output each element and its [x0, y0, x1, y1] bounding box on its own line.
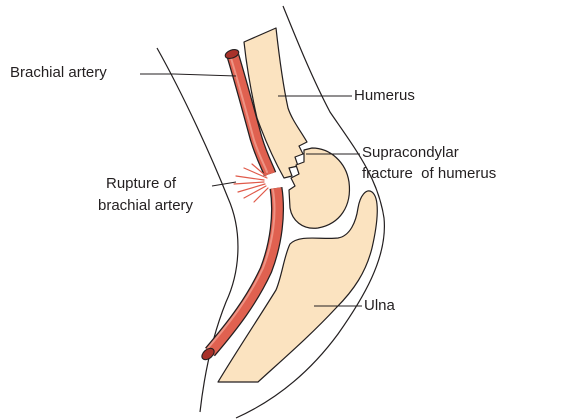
brachial-artery-leader — [140, 74, 236, 76]
brachial-artery-label: Brachial artery — [10, 63, 107, 82]
rupture-label-line1: Rupture of — [106, 174, 176, 193]
humerus-shaft — [244, 28, 307, 178]
rupture-label-line2: brachial artery — [98, 196, 193, 215]
ulna-label: Ulna — [364, 296, 395, 315]
humerus-label: Humerus — [354, 86, 415, 105]
rupture-leader — [212, 182, 236, 186]
supracondylar-label-line1: Supracondylar — [362, 143, 459, 162]
supracondylar-label-line2: fracture of humerus — [362, 164, 496, 183]
humerus-condyle — [289, 148, 349, 228]
arm-outline-front — [157, 48, 238, 412]
